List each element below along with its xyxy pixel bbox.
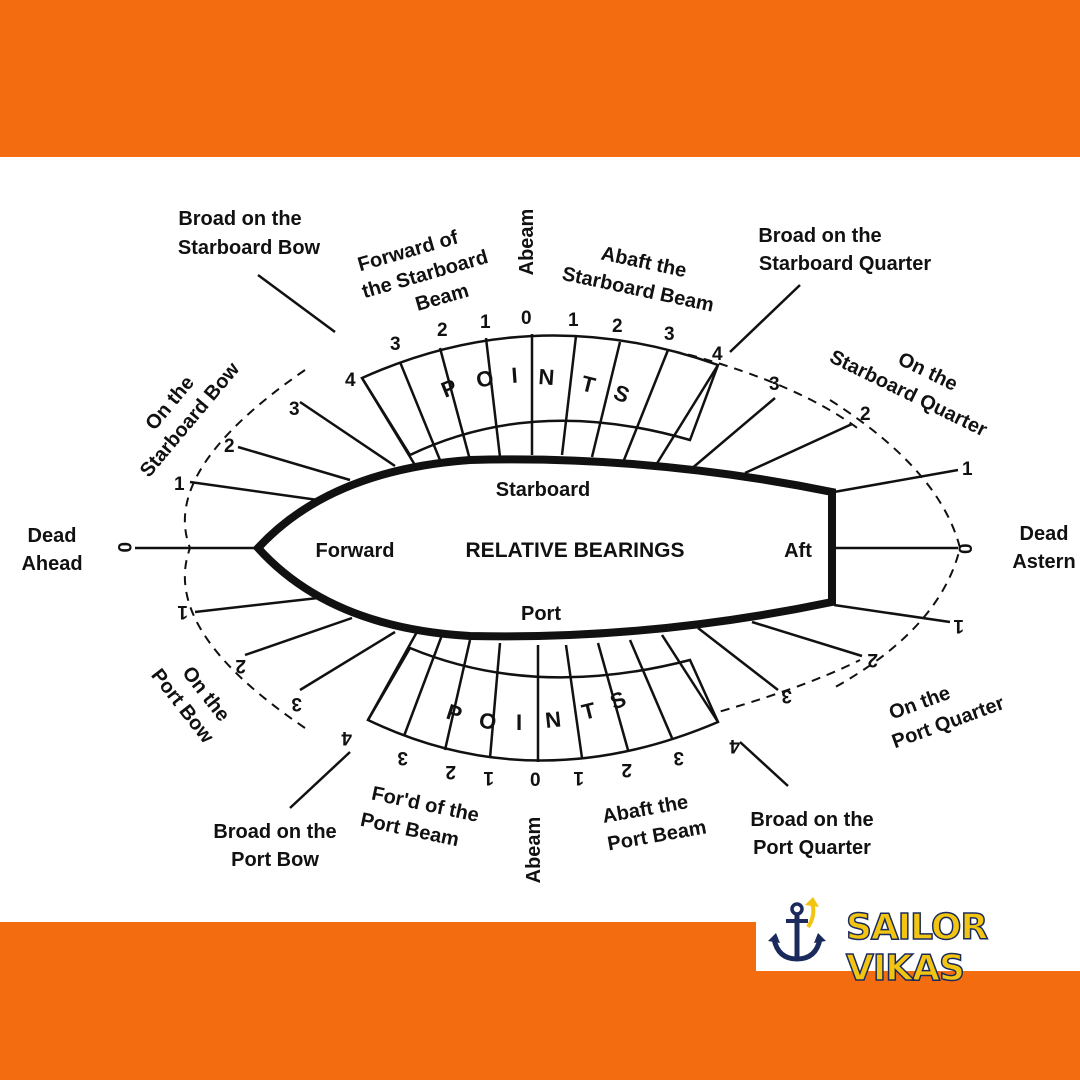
points-letter: T: [579, 371, 599, 399]
broad-starboard-bow-2: Starboard Bow: [178, 237, 321, 259]
point-number: 2: [867, 649, 878, 670]
ship-hull-outline: [252, 455, 836, 641]
point-number: 2: [445, 761, 456, 782]
starboard-points-band: [360, 334, 720, 457]
point-number: 0: [530, 770, 541, 791]
points-letter: O: [477, 707, 498, 735]
point-number: 4: [345, 370, 356, 391]
point-number: 3: [291, 693, 302, 714]
starboard-label: Starboard: [496, 479, 590, 501]
point-number: 1: [483, 767, 494, 788]
point-number: 2: [235, 655, 246, 676]
anchor-icon: [768, 897, 826, 962]
point-number: 4: [341, 727, 352, 748]
point-number: 2: [860, 404, 871, 425]
points-letter: O: [474, 365, 496, 393]
point-number: 3: [664, 324, 675, 345]
point-number: 1: [953, 615, 964, 636]
diagram-title: RELATIVE BEARINGS: [466, 539, 685, 562]
broad-starboard-quarter-2: Starboard Quarter: [759, 253, 931, 275]
point-number: 3: [397, 747, 408, 768]
point-number: 1: [480, 312, 491, 333]
point-number: 2: [612, 316, 623, 337]
port-bearing-lines: [194, 596, 951, 809]
abeam-starboard-label: Abeam: [516, 209, 538, 276]
points-letter: N: [538, 364, 556, 390]
aft-label: Aft: [784, 540, 812, 562]
point-number: 0: [521, 308, 532, 329]
brand-name: SAILOR VIKAS: [845, 906, 989, 990]
port-label: Port: [521, 603, 561, 625]
point-number: 1: [174, 474, 185, 495]
points-letter: I: [516, 710, 522, 735]
starboard-bearing-lines: [189, 273, 959, 502]
point-number: 1: [568, 310, 579, 331]
broad-port-quarter-2: Port Quarter: [753, 837, 871, 859]
broad-starboard-quarter-1: Broad on the: [758, 225, 881, 247]
dead-astern-label-1: Dead: [1020, 523, 1069, 545]
abeam-port-label: Abeam: [523, 817, 545, 884]
point-number: 2: [224, 436, 235, 457]
points-letter: T: [579, 697, 599, 725]
points-letter: I: [511, 363, 519, 388]
points-letter: N: [544, 706, 562, 733]
point-number: 3: [289, 399, 300, 420]
starboard-points-letters: P O I N T S: [438, 363, 634, 409]
port-points-letters: P O I N T S: [443, 686, 629, 735]
point-number: 4: [729, 735, 740, 756]
dead-ahead-label-1: Dead: [28, 525, 77, 547]
broad-starboard-bow-1: Broad on the: [178, 208, 301, 230]
dead-astern-zero: 0: [956, 543, 977, 554]
point-number: 3: [781, 685, 792, 706]
broad-port-quarter-1: Broad on the: [750, 809, 873, 831]
broad-port-bow-2: Port Bow: [231, 849, 319, 871]
port-point-numbers: 4 3 2 1 0 1 2 3 4 3 2 1 3 2 1: [177, 601, 964, 791]
port-points-band: [366, 646, 720, 762]
starboard-point-numbers: 4 3 2 1 0 1 2 3 4 3 2 1 3 2 1: [174, 308, 973, 495]
forward-label: Forward: [316, 540, 395, 562]
point-number: 2: [437, 320, 448, 341]
point-number: 3: [769, 374, 780, 395]
point-number: 3: [673, 747, 684, 768]
point-number: 1: [573, 767, 584, 788]
brand-logo: SAILOR VIKAS: [756, 893, 1080, 990]
broad-port-bow-1: Broad on the: [213, 821, 336, 843]
dead-ahead-label-2: Ahead: [21, 553, 82, 575]
point-number: 1: [962, 459, 973, 480]
point-number: 4: [712, 344, 723, 365]
dead-ahead-zero: 0: [113, 542, 134, 553]
point-number: 2: [621, 759, 632, 780]
point-number: 3: [390, 334, 401, 355]
dead-astern-label-2: Astern: [1012, 551, 1075, 573]
point-number: 1: [177, 601, 188, 622]
